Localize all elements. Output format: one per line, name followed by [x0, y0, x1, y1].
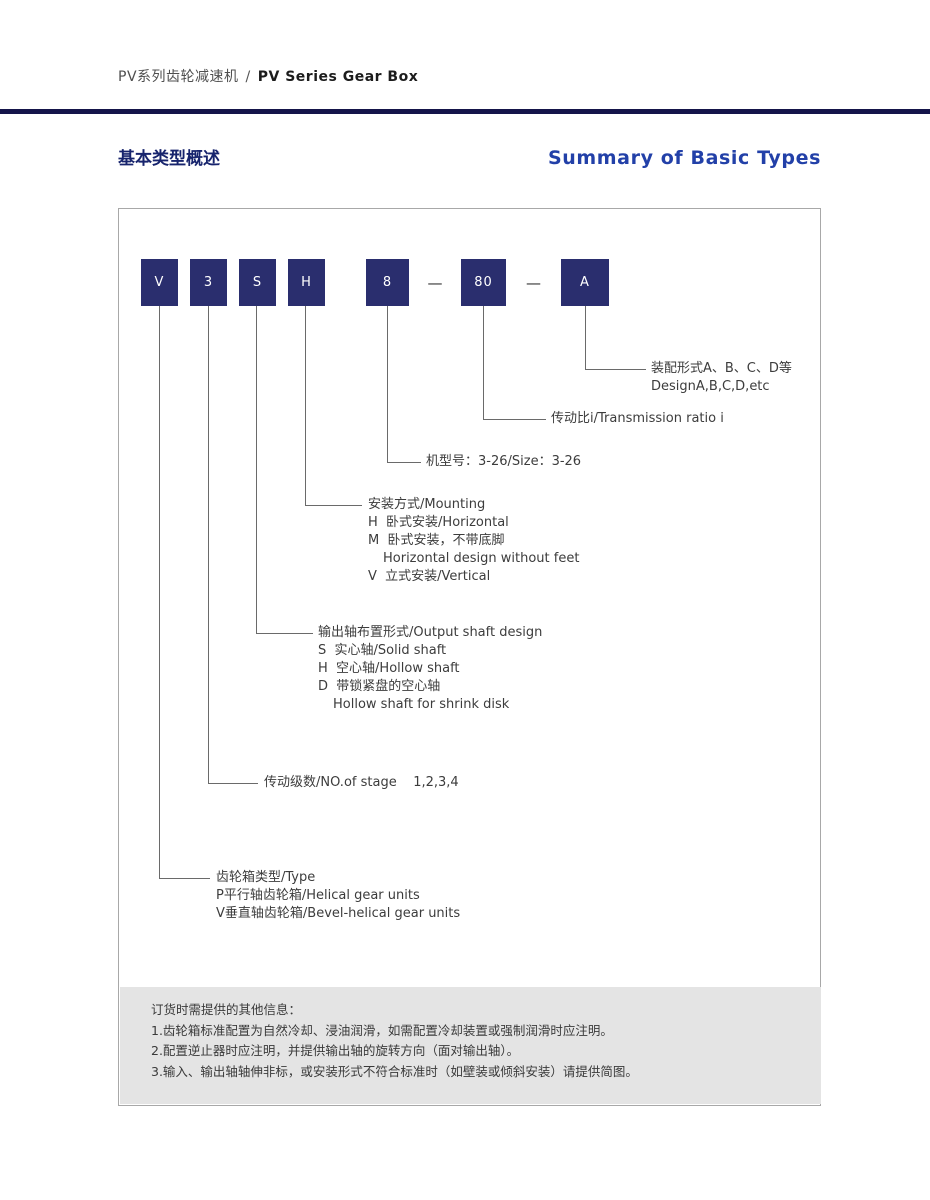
section-title-en: Summary of Basic Types: [547, 147, 821, 169]
callout-line: V垂直轴齿轮箱/Bevel-helical gear units: [216, 906, 461, 921]
callout-output-shaft: 输出轴布置形式/Output shaft design S 实心轴/Solid …: [318, 624, 542, 714]
notes-panel: 订货时需提供的其他信息： 1.齿轮箱标准配置为自然冷却、浸油润滑，如需配置冷却装…: [120, 987, 821, 1104]
connector-stage-vline: [208, 306, 209, 783]
connector-size-vline: [387, 306, 388, 462]
connector-type-vline: [159, 306, 160, 878]
callout-line: 输出轴布置形式/Output shaft design: [318, 625, 543, 640]
notes-title: 订货时需提供的其他信息：: [151, 1002, 302, 1017]
section-title-zh: 基本类型概述: [118, 149, 220, 169]
notes-item-3: 3.输入、输出轴轴伸非标，或安装形式不符合标准时（如壁装或倾斜安装）请提供简图。: [151, 1063, 638, 1079]
callout-line: H 空心轴/Hollow shaft: [318, 661, 460, 676]
callout-line: Hollow shaft for shrink disk: [333, 697, 510, 712]
callout-design: 装配形式A、B、C、D等 DesignA,B,C,D,etc: [651, 360, 792, 396]
callout-type: 齿轮箱类型/Type P平行轴齿轮箱/Helical gear units V垂…: [216, 869, 460, 923]
connector-type-hline: [159, 878, 210, 879]
code-box-a: A: [561, 259, 609, 306]
callout-line: H 卧式安装/Horizontal: [368, 515, 509, 530]
callout-line: 齿轮箱类型/Type: [216, 870, 316, 885]
connector-mounting-hline: [305, 505, 362, 506]
dash-separator-1: —: [427, 273, 443, 292]
callout-size: 机型号：3-26/Size：3-26: [426, 453, 581, 471]
callout-line: M 卧式安装，不带底脚: [368, 533, 505, 548]
connector-size-hline: [387, 462, 421, 463]
notes-item-2: 2.配置逆止器时应注明，并提供输出轴的旋转方向（面对输出轴）。: [151, 1043, 520, 1058]
callout-line: 装配形式A、B、C、D等: [651, 361, 792, 376]
connector-design-vline: [585, 306, 586, 369]
header-title-zh: PV系列齿轮减速机: [118, 69, 239, 85]
callout-line: D 带锁紧盘的空心轴: [318, 679, 441, 694]
section-title-row: 基本类型概述 Summary of Basic Types: [118, 144, 821, 169]
code-box-h: H: [288, 259, 325, 306]
callout-line: V 立式安装/Vertical: [368, 569, 491, 584]
callout-line: Horizontal design without feet: [383, 551, 580, 566]
callout-line: P平行轴齿轮箱/Helical gear units: [216, 888, 420, 903]
type-code-diagram: V 3 S H 8 — 80 — A 装配形式A、B、C、D等 DesignA,…: [118, 208, 821, 1106]
code-box-s: S: [239, 259, 276, 306]
callout-line: S 实心轴/Solid shaft: [318, 643, 447, 658]
connector-design-hline: [585, 369, 646, 370]
dash-separator-2: —: [526, 273, 541, 292]
connector-output-vline: [256, 306, 257, 633]
callout-line: 安装方式/Mounting: [368, 497, 486, 512]
code-box-8: 8: [366, 259, 409, 306]
header-separator: /: [245, 69, 251, 85]
callout-line: DesignA,B,C,D,etc: [651, 379, 770, 394]
code-box-v: V: [141, 259, 178, 306]
callout-line: 传动级数/NO.of stage 1,2,3,4: [264, 775, 459, 790]
header-rule: [0, 109, 930, 114]
connector-ratio-hline: [483, 419, 546, 420]
connector-stage-hline: [208, 783, 258, 784]
connector-ratio-vline: [483, 306, 484, 419]
header-title-en: PV Series Gear Box: [257, 69, 419, 85]
page-header: PV系列齿轮减速机 / PV Series Gear Box: [118, 66, 418, 86]
code-box-80: 80: [461, 259, 506, 306]
callout-line: 机型号：3-26/Size：3-26: [426, 454, 582, 469]
code-box-3: 3: [190, 259, 227, 306]
callout-stage: 传动级数/NO.of stage 1,2,3,4: [264, 774, 459, 792]
callout-ratio: 传动比i/Transmission ratio i: [551, 410, 724, 428]
callout-line: 传动比i/Transmission ratio i: [551, 411, 724, 426]
connector-output-hline: [256, 633, 313, 634]
connector-mounting-vline: [305, 306, 306, 505]
callout-mounting: 安装方式/Mounting H 卧式安装/Horizontal M 卧式安装，不…: [368, 496, 579, 586]
notes-item-1: 1.齿轮箱标准配置为自然冷却、浸油润滑，如需配置冷却装置或强制润滑时应注明。: [151, 1022, 613, 1038]
